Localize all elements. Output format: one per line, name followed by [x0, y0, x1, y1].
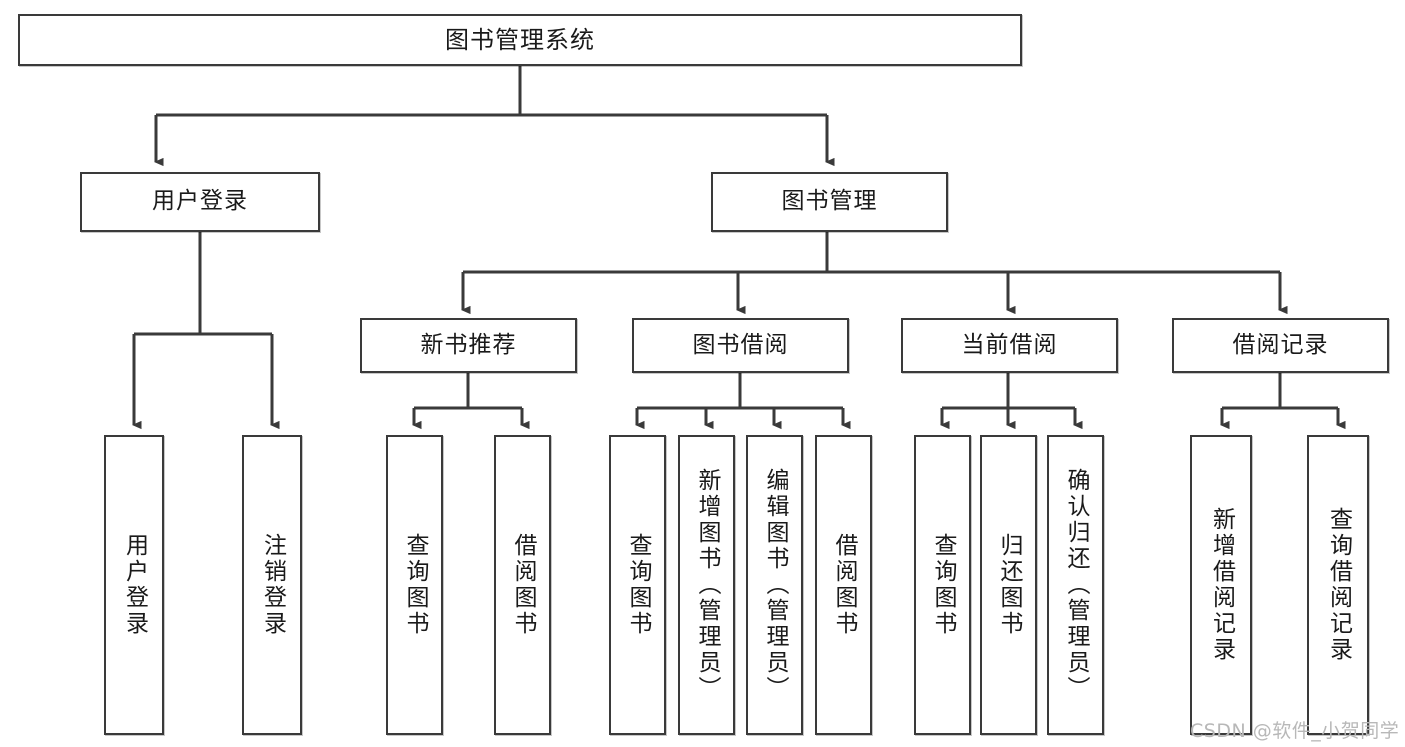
node-label: 新增借阅记录: [1208, 507, 1235, 663]
node-leaf-query-book-3[interactable]: 查询图书: [914, 435, 971, 735]
node-label: 新书推荐: [420, 331, 517, 358]
node-label: 查询图书: [930, 533, 957, 637]
node-book-borrow[interactable]: 图书借阅: [632, 318, 849, 373]
node-user-login[interactable]: 用户登录: [80, 172, 320, 232]
node-leaf-logout[interactable]: 注销登录: [242, 435, 302, 735]
node-label: 查询图书: [402, 533, 429, 637]
node-label: 编辑图书（管理员）: [762, 468, 789, 702]
node-leaf-query-book-2[interactable]: 查询图书: [609, 435, 666, 735]
node-label: 查询借阅记录: [1325, 507, 1352, 663]
node-leaf-query-record[interactable]: 查询借阅记录: [1307, 435, 1369, 735]
node-label: 图书管理系统: [445, 25, 595, 54]
node-label: 借阅记录: [1232, 331, 1329, 358]
node-leaf-return-book[interactable]: 归还图书: [980, 435, 1037, 735]
node-book-management-system[interactable]: 图书管理系统: [18, 14, 1022, 66]
node-leaf-borrow-book-1[interactable]: 借阅图书: [494, 435, 551, 735]
node-label: 归还图书: [996, 533, 1023, 637]
node-label: 借阅图书: [510, 533, 537, 637]
node-borrow-record[interactable]: 借阅记录: [1172, 318, 1389, 373]
node-leaf-edit-book[interactable]: 编辑图书（管理员）: [746, 435, 803, 735]
node-label: 新增图书（管理员）: [694, 468, 721, 702]
node-label: 当前借阅: [961, 331, 1058, 358]
node-label: 用户登录: [152, 188, 248, 215]
csdn-watermark: CSDN @软件_小贺同学: [1190, 720, 1400, 742]
node-leaf-query-book-1[interactable]: 查询图书: [386, 435, 443, 735]
node-label: 用户登录: [121, 533, 148, 637]
node-leaf-add-book[interactable]: 新增图书（管理员）: [678, 435, 735, 735]
node-label: 确认归还（管理员）: [1063, 468, 1090, 702]
node-label: 查询图书: [625, 533, 652, 637]
node-leaf-borrow-book-2[interactable]: 借阅图书: [815, 435, 872, 735]
node-leaf-user-login[interactable]: 用户登录: [104, 435, 164, 735]
node-leaf-confirm-return[interactable]: 确认归还（管理员）: [1047, 435, 1104, 735]
node-book-manage[interactable]: 图书管理: [711, 172, 948, 232]
node-new-book-recommend[interactable]: 新书推荐: [360, 318, 577, 373]
node-label: 借阅图书: [831, 533, 858, 637]
node-label: 图书借阅: [692, 331, 789, 358]
node-label: 注销登录: [259, 533, 286, 637]
node-leaf-add-record[interactable]: 新增借阅记录: [1190, 435, 1252, 735]
node-label: 图书管理: [781, 188, 878, 215]
node-current-borrow[interactable]: 当前借阅: [901, 318, 1118, 373]
